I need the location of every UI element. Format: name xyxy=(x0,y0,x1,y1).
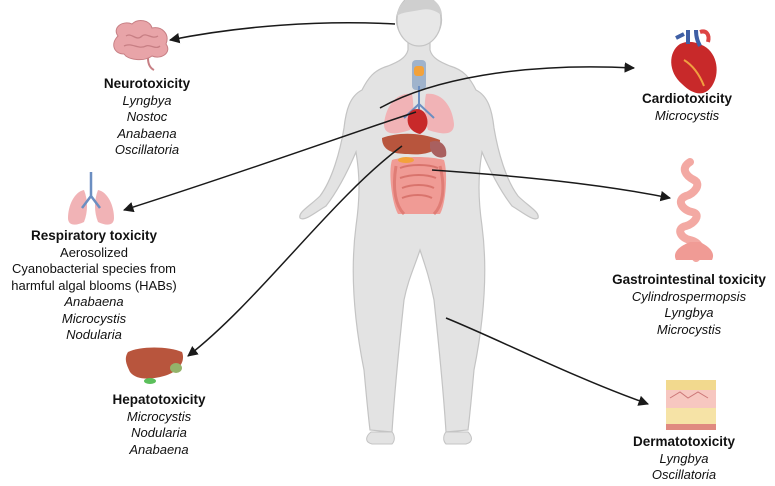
species-name: Anabaena xyxy=(64,294,124,309)
heart-icon xyxy=(671,29,717,94)
species-name: Oscillatoria xyxy=(114,142,180,157)
hepatotoxicity-label: Hepatotoxicity Microcystis Nodularia Ana… xyxy=(94,392,224,458)
intestine-icon xyxy=(674,158,714,262)
arrow-to-cardiotoxicity xyxy=(379,62,636,109)
group-title: Hepatotoxicity xyxy=(112,392,206,407)
species-name: Microcystis xyxy=(126,408,192,424)
arrow-to-neurotoxicity xyxy=(168,22,396,44)
species-name: Nodularia xyxy=(131,425,187,440)
group-title: Respiratory toxicity xyxy=(30,228,158,243)
species-name: Cylindrospermopsis xyxy=(631,288,747,304)
species-name: Microcystis xyxy=(61,310,127,326)
group-title: Gastrointestinal toxicity xyxy=(612,272,766,287)
neurotoxicity-label: Neurotoxicity Lyngbya Nostoc Anabaena Os… xyxy=(88,76,206,159)
lungs-icon xyxy=(68,172,114,225)
gastrointestinal-toxicity-label: Gastrointestinal toxicity Cylindrospermo… xyxy=(604,272,774,338)
description-line: harmful algal blooms (HABs) xyxy=(11,277,177,293)
respiratory-toxicity-label: Respiratory toxicity Aerosolized Cyanoba… xyxy=(2,228,186,344)
group-title: Neurotoxicity xyxy=(103,76,191,91)
group-title: Dermatotoxicity xyxy=(632,434,736,449)
cardiotoxicity-label: Cardiotoxicity Microcystis xyxy=(632,91,742,124)
species-name: Anabaena xyxy=(117,125,177,141)
species-name: Anabaena xyxy=(129,441,189,457)
species-name: Nodularia xyxy=(66,327,122,342)
arrow-to-gastrointestinal-toxicity xyxy=(431,169,672,202)
description-line: Aerosolized xyxy=(60,244,128,260)
skin-icon xyxy=(666,380,716,430)
species-name: Oscillatoria xyxy=(651,467,717,482)
arrow-to-respiratory-toxicity xyxy=(122,111,417,213)
internal-organs xyxy=(382,60,454,216)
description-line: Cyanobacterial species from xyxy=(11,261,177,276)
liver-icon xyxy=(125,347,184,384)
species-name: Nostoc xyxy=(126,109,168,124)
species-name: Lyngbya xyxy=(122,92,172,108)
brain-icon xyxy=(113,20,169,71)
arrows xyxy=(122,22,672,406)
arrow-to-hepatotoxicity xyxy=(187,145,403,357)
dermatotoxicity-label: Dermatotoxicity Lyngbya Oscillatoria xyxy=(624,434,744,484)
arrow-to-dermatotoxicity xyxy=(445,317,649,406)
group-title: Cardiotoxicity xyxy=(641,91,733,106)
species-name: Microcystis xyxy=(654,107,720,123)
human-body-figure xyxy=(299,0,539,445)
species-name: Lyngbya xyxy=(659,450,709,466)
species-name: Microcystis xyxy=(656,321,722,337)
species-name: Lyngbya xyxy=(664,305,714,320)
